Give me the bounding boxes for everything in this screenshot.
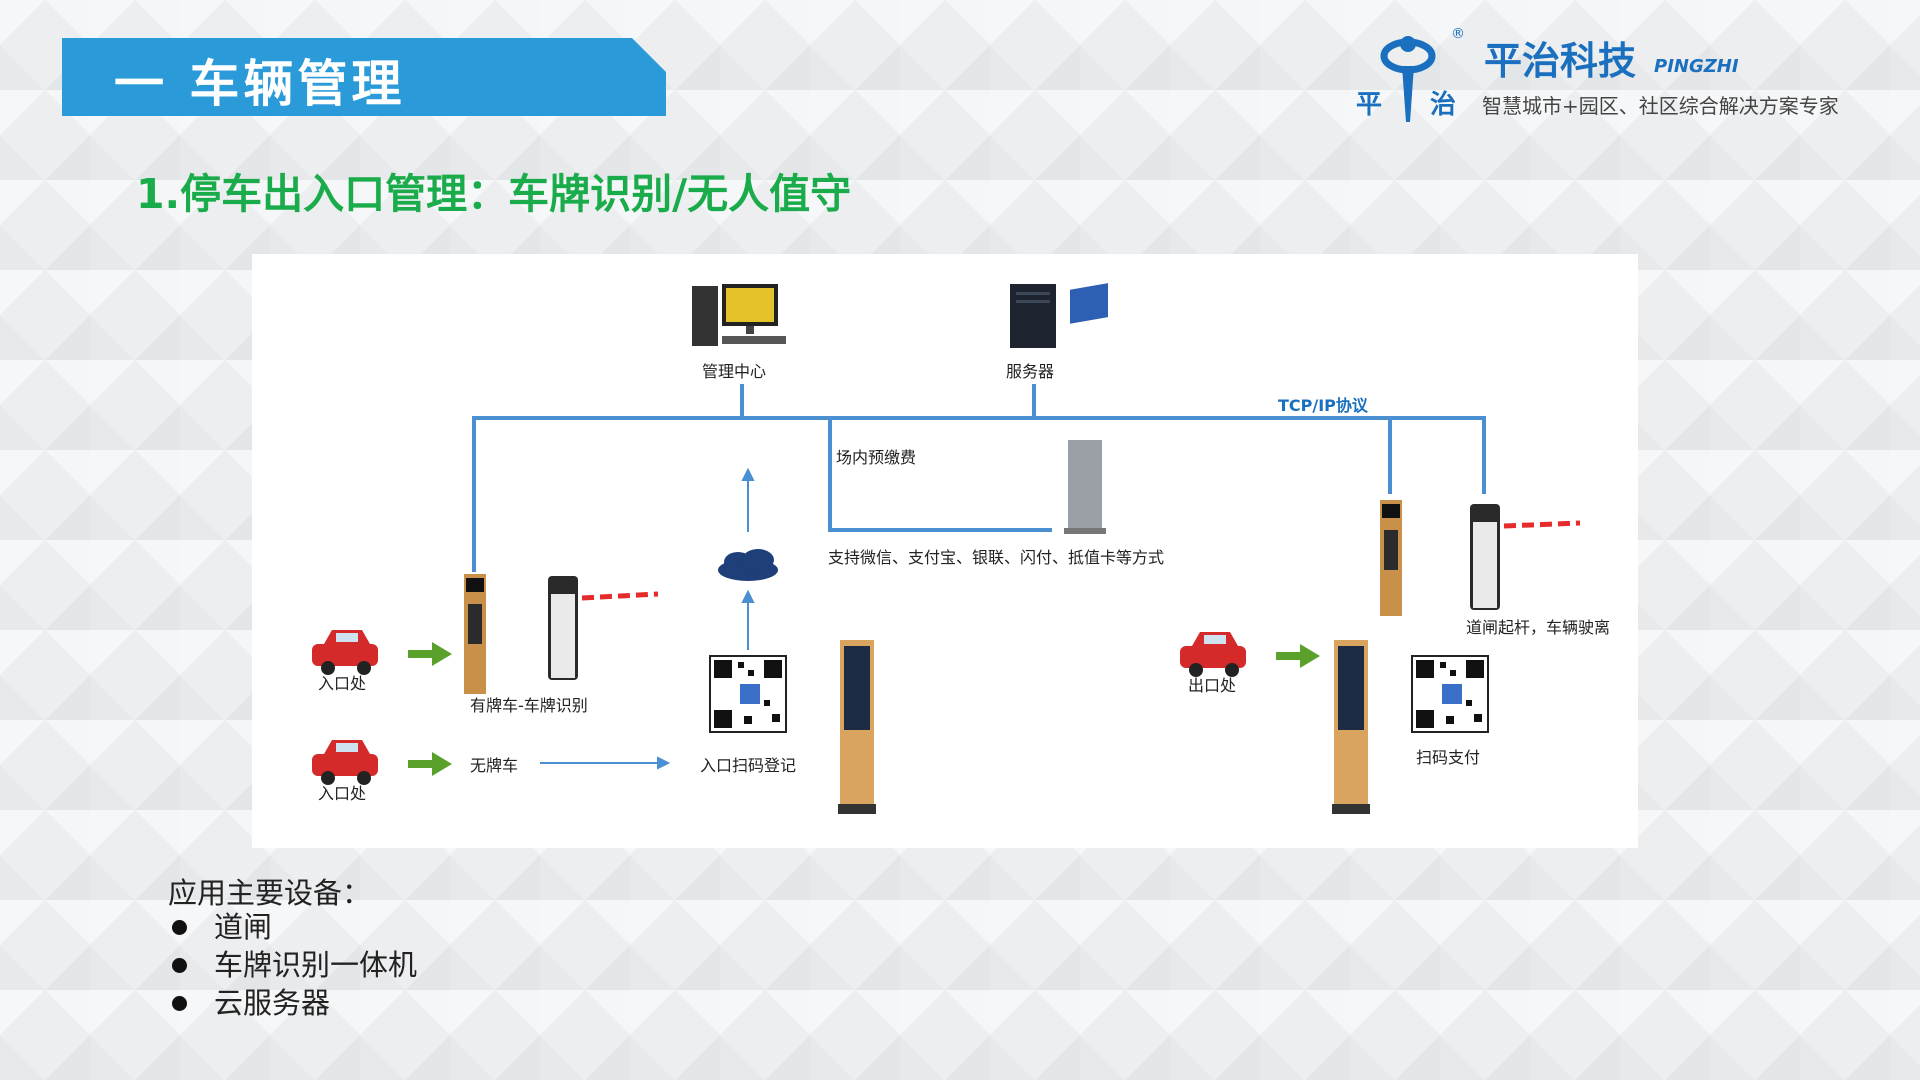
list-item: 车牌识别一体机 bbox=[168, 946, 417, 984]
kiosk-terminal-icon bbox=[1064, 283, 1108, 534]
page-title: 一 车辆管理 bbox=[114, 55, 406, 113]
logo-char-right: 治 bbox=[1430, 90, 1457, 120]
section-subtitle: 1.停车出入口管理：车牌识别/无人值守 bbox=[136, 170, 852, 218]
green-arrow-icon-3 bbox=[1276, 644, 1320, 668]
label-in-lot-prepay: 场内预缴费 bbox=[836, 448, 917, 467]
list-item: 云服务器 bbox=[168, 984, 417, 1022]
list-item-label: 道闸 bbox=[214, 910, 273, 944]
car-icon-entrance-1 bbox=[312, 630, 378, 675]
label-plate-car: 有牌车-车牌识别 bbox=[470, 696, 588, 715]
equipment-list: 道闸 车牌识别一体机 云服务器 bbox=[168, 908, 417, 1022]
label-server: 服务器 bbox=[1006, 362, 1055, 381]
list-item: 道闸 bbox=[168, 908, 417, 946]
registered-mark: ® bbox=[1451, 26, 1465, 42]
label-gate-leave: 道闸起杆，车辆驶离 bbox=[1466, 618, 1611, 637]
uplink-arrows bbox=[741, 467, 755, 650]
car-icon-entrance-2 bbox=[312, 740, 378, 785]
qr-code-exit-icon bbox=[1411, 655, 1489, 733]
green-arrow-icon-2 bbox=[408, 752, 452, 776]
bullet-icon bbox=[172, 920, 187, 935]
pingzhi-logo-icon bbox=[1380, 36, 1436, 122]
list-item-label: 云服务器 bbox=[214, 986, 331, 1020]
bullet-icon bbox=[172, 958, 187, 973]
lpr-camera-entrance-icon bbox=[464, 574, 486, 694]
flow-arrow-noplate bbox=[540, 756, 671, 770]
label-management-center: 管理中心 bbox=[702, 362, 767, 381]
lpr-camera-exit-icon bbox=[1380, 500, 1402, 616]
label-entry-scan: 入口扫码登记 bbox=[700, 756, 797, 775]
scan-kiosk-exit-icon bbox=[1332, 640, 1370, 814]
car-icon-exit bbox=[1180, 632, 1246, 677]
title-bar bbox=[62, 38, 666, 116]
bullet-icon bbox=[172, 996, 187, 1011]
label-scan-pay: 扫码支付 bbox=[1416, 748, 1481, 767]
barrier-gate-entrance-icon bbox=[548, 576, 659, 680]
cloud-icon bbox=[718, 549, 778, 581]
company-tagline: 智慧城市+园区、社区综合解决方案专家 bbox=[1482, 94, 1839, 118]
label-protocol: TCP/IP协议 bbox=[1278, 396, 1368, 415]
green-arrow-icon-1 bbox=[408, 642, 452, 666]
barrier-gate-exit-icon bbox=[1470, 504, 1581, 610]
label-exit: 出口处 bbox=[1188, 676, 1237, 695]
company-name-en: PINGZHI bbox=[1654, 56, 1739, 77]
logo-char-left: 平 bbox=[1356, 90, 1383, 120]
scan-kiosk-entry-icon bbox=[838, 640, 876, 814]
diagram-graphics bbox=[312, 283, 1581, 814]
list-item-label: 车牌识别一体机 bbox=[214, 948, 418, 982]
server-icon bbox=[1010, 284, 1056, 348]
network-lines bbox=[472, 384, 1486, 572]
label-entrance-2: 入口处 bbox=[318, 784, 367, 803]
green-arrows bbox=[408, 642, 1320, 776]
parking-flow-diagram: 管理中心 服务器 TCP/IP协议 场内预缴费 支持微信、支付宝、银联、闪付、抵… bbox=[252, 254, 1638, 848]
label-no-plate-car: 无牌车 bbox=[470, 756, 519, 775]
equipment-heading: 应用主要设备： bbox=[168, 876, 372, 910]
company-name: 平治科技 bbox=[1484, 39, 1637, 83]
qr-code-entry-icon bbox=[709, 655, 787, 733]
label-payment-methods: 支持微信、支付宝、银联、闪付、抵值卡等方式 bbox=[828, 548, 1165, 567]
label-entrance-1: 入口处 bbox=[318, 674, 367, 693]
computer-icon bbox=[692, 284, 786, 346]
